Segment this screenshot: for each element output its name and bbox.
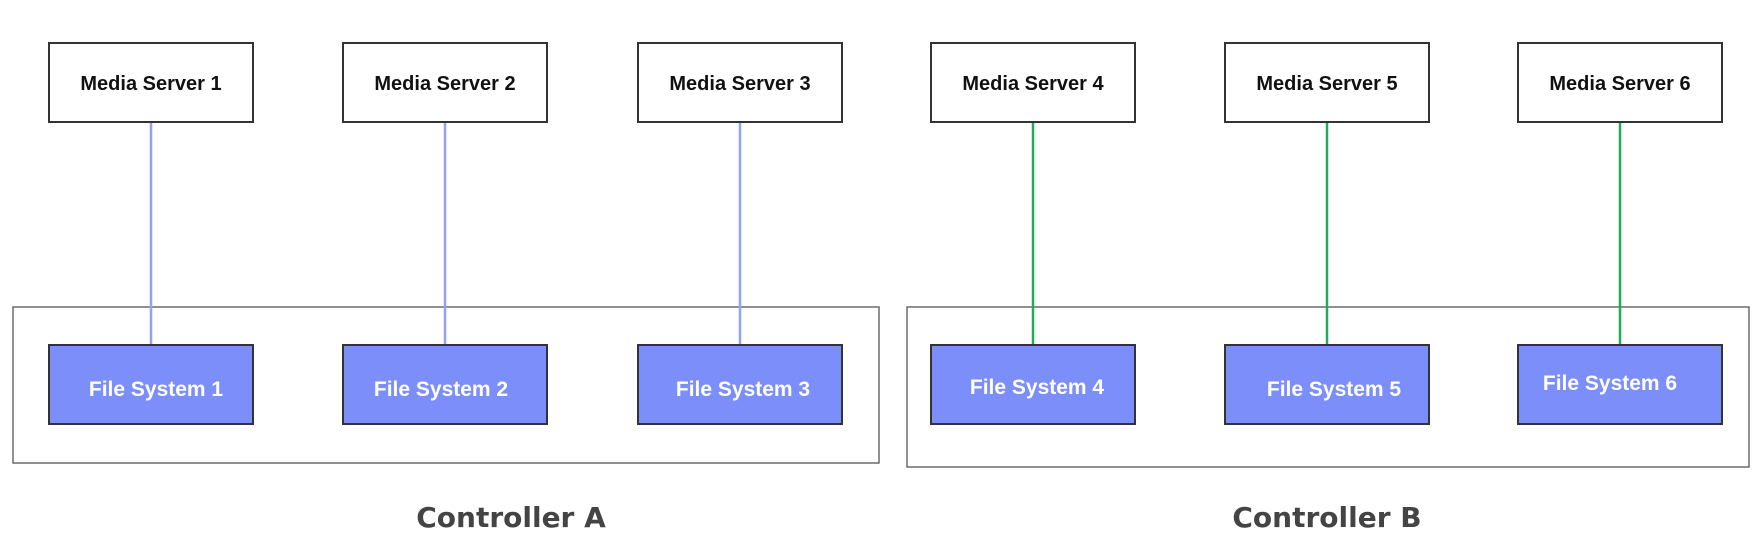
media-server-6-node[interactable]: Media Server 6 — [1517, 42, 1723, 123]
file-system-2-node[interactable]: File System 2 — [342, 344, 548, 425]
controller-a-group: Media Server 1 Media Server 2 Media Serv… — [12, 42, 880, 534]
file-system-3-node[interactable]: File System 3 — [637, 344, 843, 425]
file-system-4-node[interactable]: File System 4 — [930, 344, 1136, 425]
controller-b-label: Controller B — [1232, 501, 1421, 534]
media-server-2-label: Media Server 2 — [374, 73, 515, 95]
file-system-6-node[interactable]: File System 6 — [1517, 344, 1723, 425]
controller-b-group: Media Server 4 Media Server 5 Media Serv… — [906, 42, 1750, 534]
media-server-5-label: Media Server 5 — [1256, 73, 1397, 95]
media-server-6-label: Media Server 6 — [1549, 73, 1690, 95]
file-system-6-label: File System 6 — [1543, 372, 1677, 395]
media-server-3-label: Media Server 3 — [669, 73, 810, 95]
media-server-2-node[interactable]: Media Server 2 — [342, 42, 548, 123]
media-server-1-label: Media Server 1 — [80, 73, 221, 95]
media-server-4-label: Media Server 4 — [962, 73, 1104, 95]
file-system-3-label: File System 3 — [676, 378, 810, 401]
file-system-1-label: File System 1 — [89, 378, 224, 401]
media-server-4-node[interactable]: Media Server 4 — [930, 42, 1136, 123]
controller-a-label: Controller A — [416, 501, 606, 534]
file-system-2-label: File System 2 — [374, 378, 508, 401]
media-server-5-node[interactable]: Media Server 5 — [1224, 42, 1430, 123]
media-server-3-node[interactable]: Media Server 3 — [637, 42, 843, 123]
media-server-1-node[interactable]: Media Server 1 — [48, 42, 254, 123]
file-system-4-label: File System 4 — [970, 376, 1105, 399]
file-system-5-label: File System 5 — [1267, 378, 1402, 401]
file-system-1-node[interactable]: File System 1 — [48, 344, 254, 425]
file-system-5-node[interactable]: File System 5 — [1224, 344, 1430, 425]
